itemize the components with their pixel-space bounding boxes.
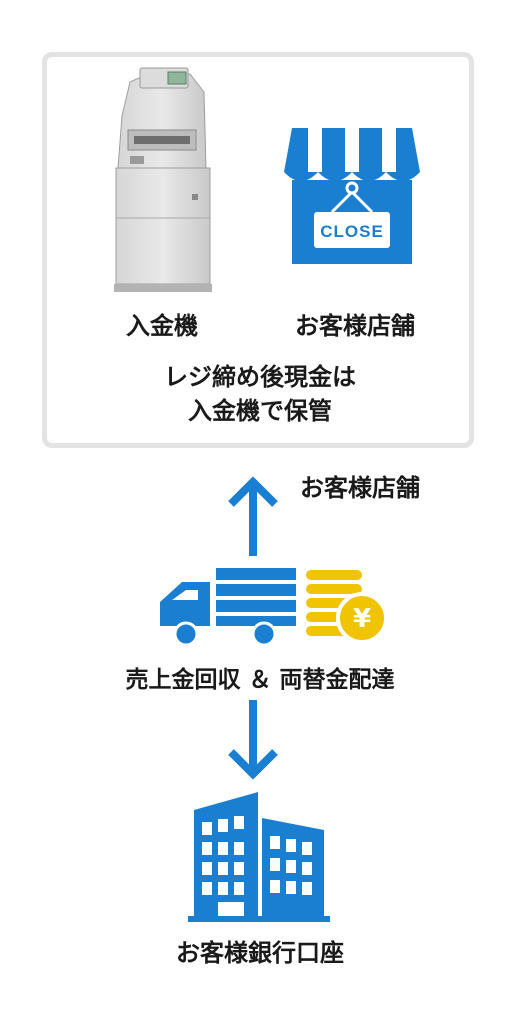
coins-yen-icon: ¥ — [306, 570, 388, 644]
store-close-icon: CLOSE — [284, 128, 420, 264]
customer-store-label: お客様店舗 — [300, 474, 420, 502]
arrow-up-icon — [228, 476, 278, 556]
close-sign-text: CLOSE — [320, 222, 384, 241]
note-line-1: レジ締め後現金は — [164, 363, 356, 391]
delivery-truck-icon — [160, 568, 296, 647]
yen-symbol: ¥ — [353, 604, 371, 634]
deposit-machine-image — [114, 67, 212, 292]
cash-storage-note: レジ締め後現金は 入金機で保管 — [60, 360, 460, 428]
note-line-2: 入金機で保管 — [188, 397, 332, 425]
store-label: お客様店舗 — [295, 312, 415, 340]
bank-account-label: お客様銀行口座 — [176, 939, 344, 967]
deposit-machine-label: 入金機 — [126, 312, 198, 340]
bank-building-icon — [188, 792, 330, 922]
collection-delivery-label: 売上金回収 ＆ 両替金配達 — [125, 667, 395, 693]
arrow-down-icon — [228, 700, 278, 780]
